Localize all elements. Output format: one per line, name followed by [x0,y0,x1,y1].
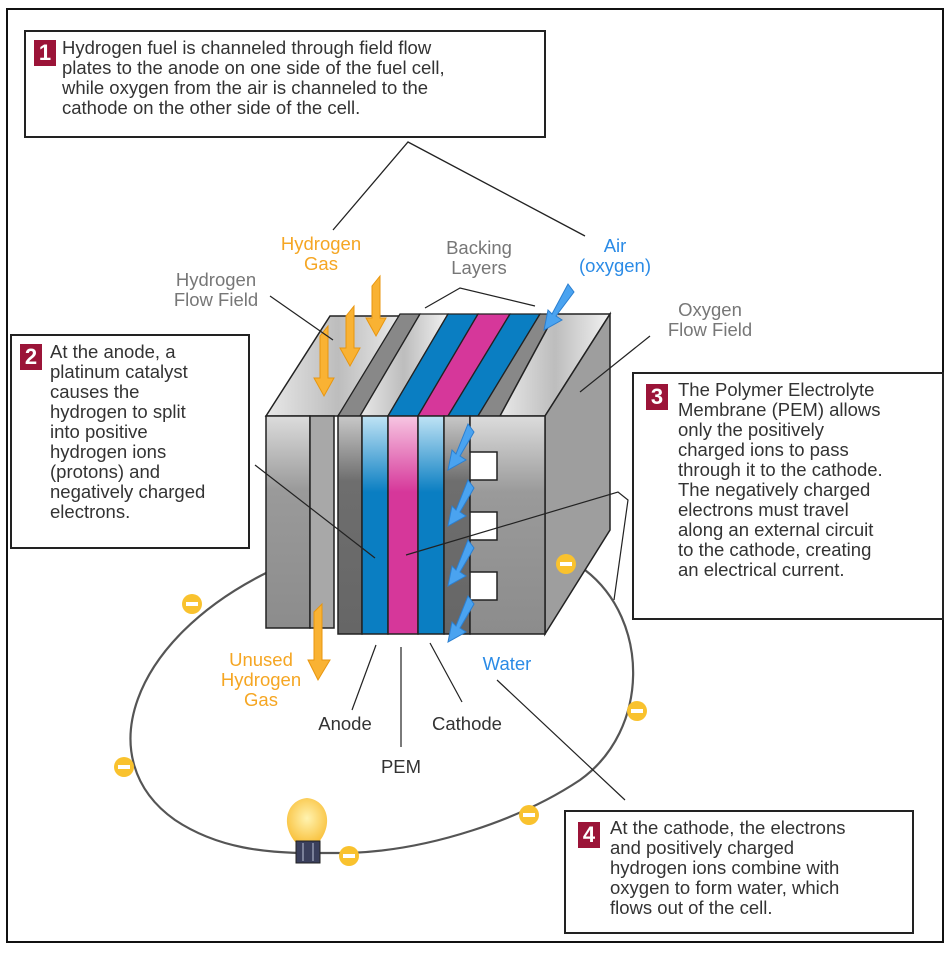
light-bulb-icon [286,798,328,864]
electron-icon [182,594,202,614]
callout-1-text: Hydrogen fuel is channeled through field… [62,37,445,118]
callout-4: 4 At the cathode, the electrons and posi… [564,810,914,934]
electron-icon [519,805,539,825]
callout-2-text: At the anode, a platinum catalyst causes… [50,341,206,522]
label-backing-layers: Backing Layers [446,237,512,278]
label-hydrogen-gas: Hydrogen Gas [280,233,362,274]
hydrogen-gas-arrows [307,274,387,682]
label-unused-hydrogen-gas: Unused Hydrogen Gas [220,649,302,710]
electron-icon [556,554,576,574]
pointer-cathode [429,642,463,703]
label-oxygen-flow-field: Oxygen Flow Field [667,299,753,340]
callout-1: 1 Hydrogen fuel is channeled through fie… [24,30,546,138]
hydrogen-flow-field-block [264,315,412,629]
pointer-callout-2 [254,464,376,559]
step-badge-4: 4 [578,822,600,848]
electron-icon [627,701,647,721]
pointer-callout-3 [405,491,629,601]
pointer-lines [254,287,651,801]
label-cathode: Cathode [432,713,502,734]
pointer-backing-layers [424,287,536,309]
label-pem: PEM [380,756,422,777]
callout-4-text: At the cathode, the electrons and positi… [610,817,846,918]
callout-3: 3 The Polymer Electrolyte Membrane (PEM)… [632,372,944,620]
step-badge-3: 3 [646,384,668,410]
label-air-oxygen: Air (oxygen) [579,235,651,276]
pointer-anode [351,644,377,711]
unused-hydrogen-arrow [307,602,331,682]
label-hydrogen-flow-field: Hydrogen Flow Field [173,269,259,310]
cathode-layer [417,415,445,635]
electron-icon [339,846,359,866]
label-water: Water [482,653,532,674]
callout-2: 2 At the anode, a platinum catalyst caus… [10,334,250,549]
step-badge-1: 1 [34,40,56,66]
pointer-hydrogen-flow-field [269,295,334,341]
pem-layer [387,415,419,635]
electrons [114,554,647,866]
anode-layer [361,415,389,635]
callout-3-text: The Polymer Electrolyte Membrane (PEM) a… [678,379,883,580]
callout-1-leader-lines [332,141,586,237]
pointer-oxygen-flow-field [579,335,651,393]
label-anode: Anode [318,713,372,734]
pointer-water [496,679,626,801]
backing-layer-anode [337,415,363,635]
step-badge-2: 2 [20,344,42,370]
oxygen-water-arrows [447,283,575,643]
electron-icon [114,757,134,777]
